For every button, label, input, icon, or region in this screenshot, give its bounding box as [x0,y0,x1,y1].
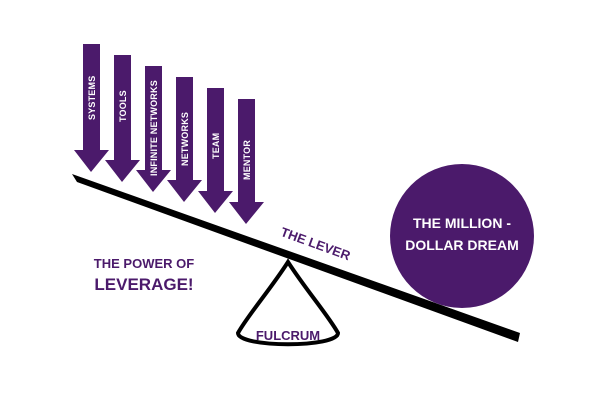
dream-label-line2: DOLLAR DREAM [405,237,519,253]
arrow-team-shape [198,88,233,213]
arrow-networks-label: NETWORKS [180,112,190,166]
power-title-line2: LEVERAGE! [94,275,193,294]
arrow-mentor: MENTOR [229,99,264,224]
arrow-systems-shape [74,44,109,172]
arrow-networks-shape [167,77,202,202]
arrow-infinite-networks-label: INFINITE NETWORKS [149,80,159,176]
power-title-line1: THE POWER OF [94,256,194,271]
arrow-systems: SYSTEMS [74,44,109,172]
fulcrum-cone [235,258,341,347]
dream-circle [390,164,534,308]
arrow-infinite-networks: INFINITE NETWORKS [136,66,171,192]
arrow-team-label: TEAM [211,133,221,159]
arrow-networks: NETWORKS [167,77,202,202]
arrow-systems-label: SYSTEMS [87,76,97,120]
fulcrum-label: FULCRUM [256,328,320,343]
arrow-mentor-label: MENTOR [242,140,252,180]
arrow-infinite-networks-shape [136,66,171,192]
arrow-tools-label: TOOLS [118,90,128,122]
arrow-tools: TOOLS [105,55,140,182]
arrow-mentor-shape [229,99,264,224]
lever-beam [72,174,520,342]
arrow-tools-shape [105,55,140,182]
dream-label-line1: THE MILLION - [413,215,511,231]
arrow-team: TEAM [198,88,233,213]
